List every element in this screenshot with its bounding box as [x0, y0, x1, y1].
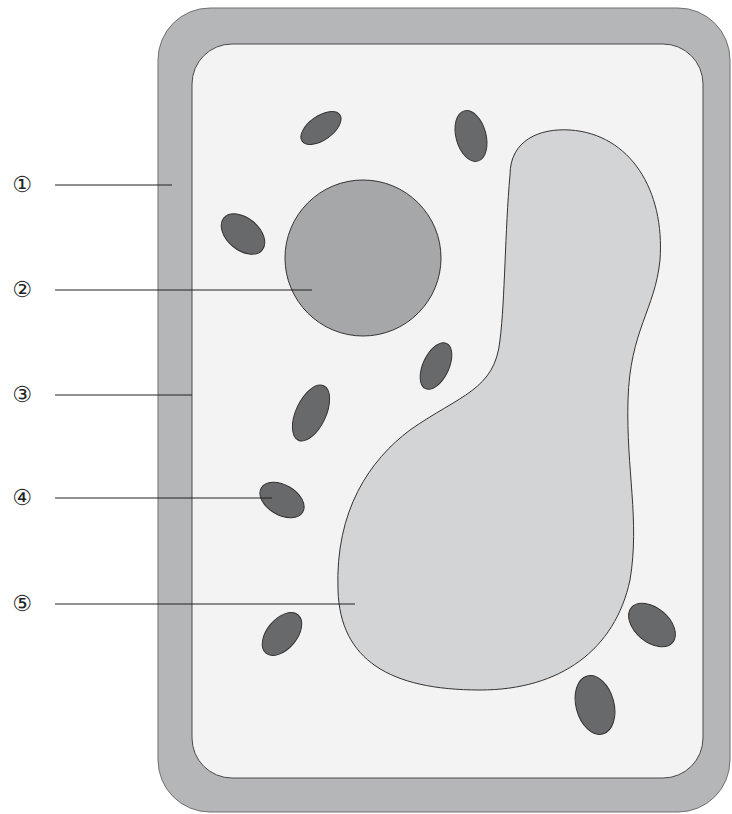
cell-membrane [192, 44, 703, 778]
chloroplast [295, 105, 346, 151]
cell-wall [158, 8, 730, 812]
leader-lines [55, 185, 355, 604]
leader-line [55, 290, 312, 291]
chloroplasts [214, 105, 684, 739]
leader-line [55, 498, 272, 499]
chloroplast [620, 595, 683, 656]
callout-number: ① [12, 174, 32, 196]
leader-line [55, 185, 172, 186]
chloroplast [254, 475, 311, 525]
callout-number: ② [12, 279, 32, 301]
chloroplast [414, 338, 459, 394]
chloroplast [569, 671, 621, 739]
callout-number: ③ [12, 384, 32, 406]
chloroplast [450, 107, 492, 165]
chloroplast [214, 206, 273, 263]
leader-line [55, 604, 355, 605]
leader-line [55, 395, 192, 396]
chloroplast [285, 379, 338, 446]
callout-number: ④ [12, 487, 32, 509]
nucleus [285, 180, 441, 336]
callout-number: ⑤ [12, 593, 32, 615]
chloroplast [254, 605, 309, 663]
